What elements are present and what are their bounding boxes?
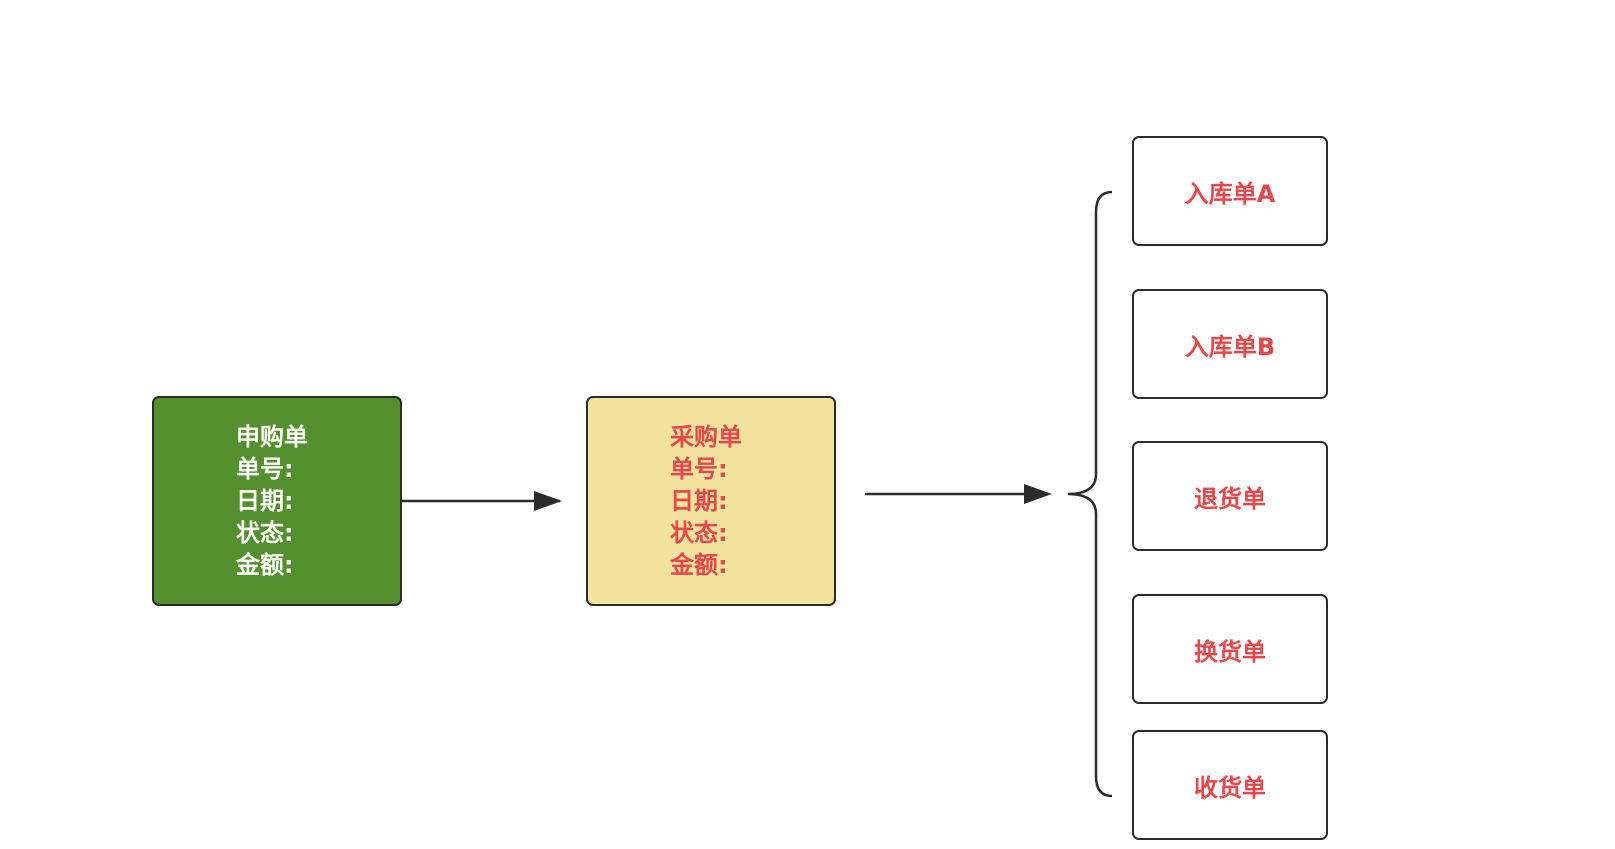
output-node-exchange: 换货单	[1132, 594, 1328, 704]
requisition-field-amount: 金额:	[236, 551, 294, 579]
output-node-receipt-a: 入库单A	[1132, 136, 1328, 246]
requisition-field-number: 单号:	[236, 455, 294, 483]
purchase-field-date: 日期:	[670, 487, 728, 515]
output-label: 退货单	[1194, 484, 1266, 513]
output-node-receipt-b: 入库单B	[1132, 289, 1328, 399]
requisition-node: 申购单 单号: 日期: 状态: 金额:	[152, 396, 402, 606]
output-label: 换货单	[1194, 637, 1266, 666]
requisition-title: 申购单	[236, 423, 308, 451]
curly-brace	[1067, 190, 1113, 798]
output-label: 入库单B	[1184, 332, 1276, 361]
requisition-field-status: 状态:	[236, 519, 294, 547]
purchase-field-number: 单号:	[670, 455, 728, 483]
arrowhead-purchase-to-outputs	[1024, 484, 1052, 504]
output-label: 入库单A	[1184, 179, 1276, 208]
purchase-field-amount: 金额:	[670, 551, 728, 579]
arrowhead-requisition-to-purchase	[534, 491, 562, 511]
output-node-goods-receipt: 收货单	[1132, 730, 1328, 840]
purchase-order-node: 采购单 单号: 日期: 状态: 金额:	[586, 396, 836, 606]
output-node-return: 退货单	[1132, 441, 1328, 551]
output-label: 收货单	[1194, 773, 1266, 802]
purchase-title: 采购单	[670, 423, 742, 451]
purchase-field-status: 状态:	[670, 519, 728, 547]
requisition-field-date: 日期:	[236, 487, 294, 515]
